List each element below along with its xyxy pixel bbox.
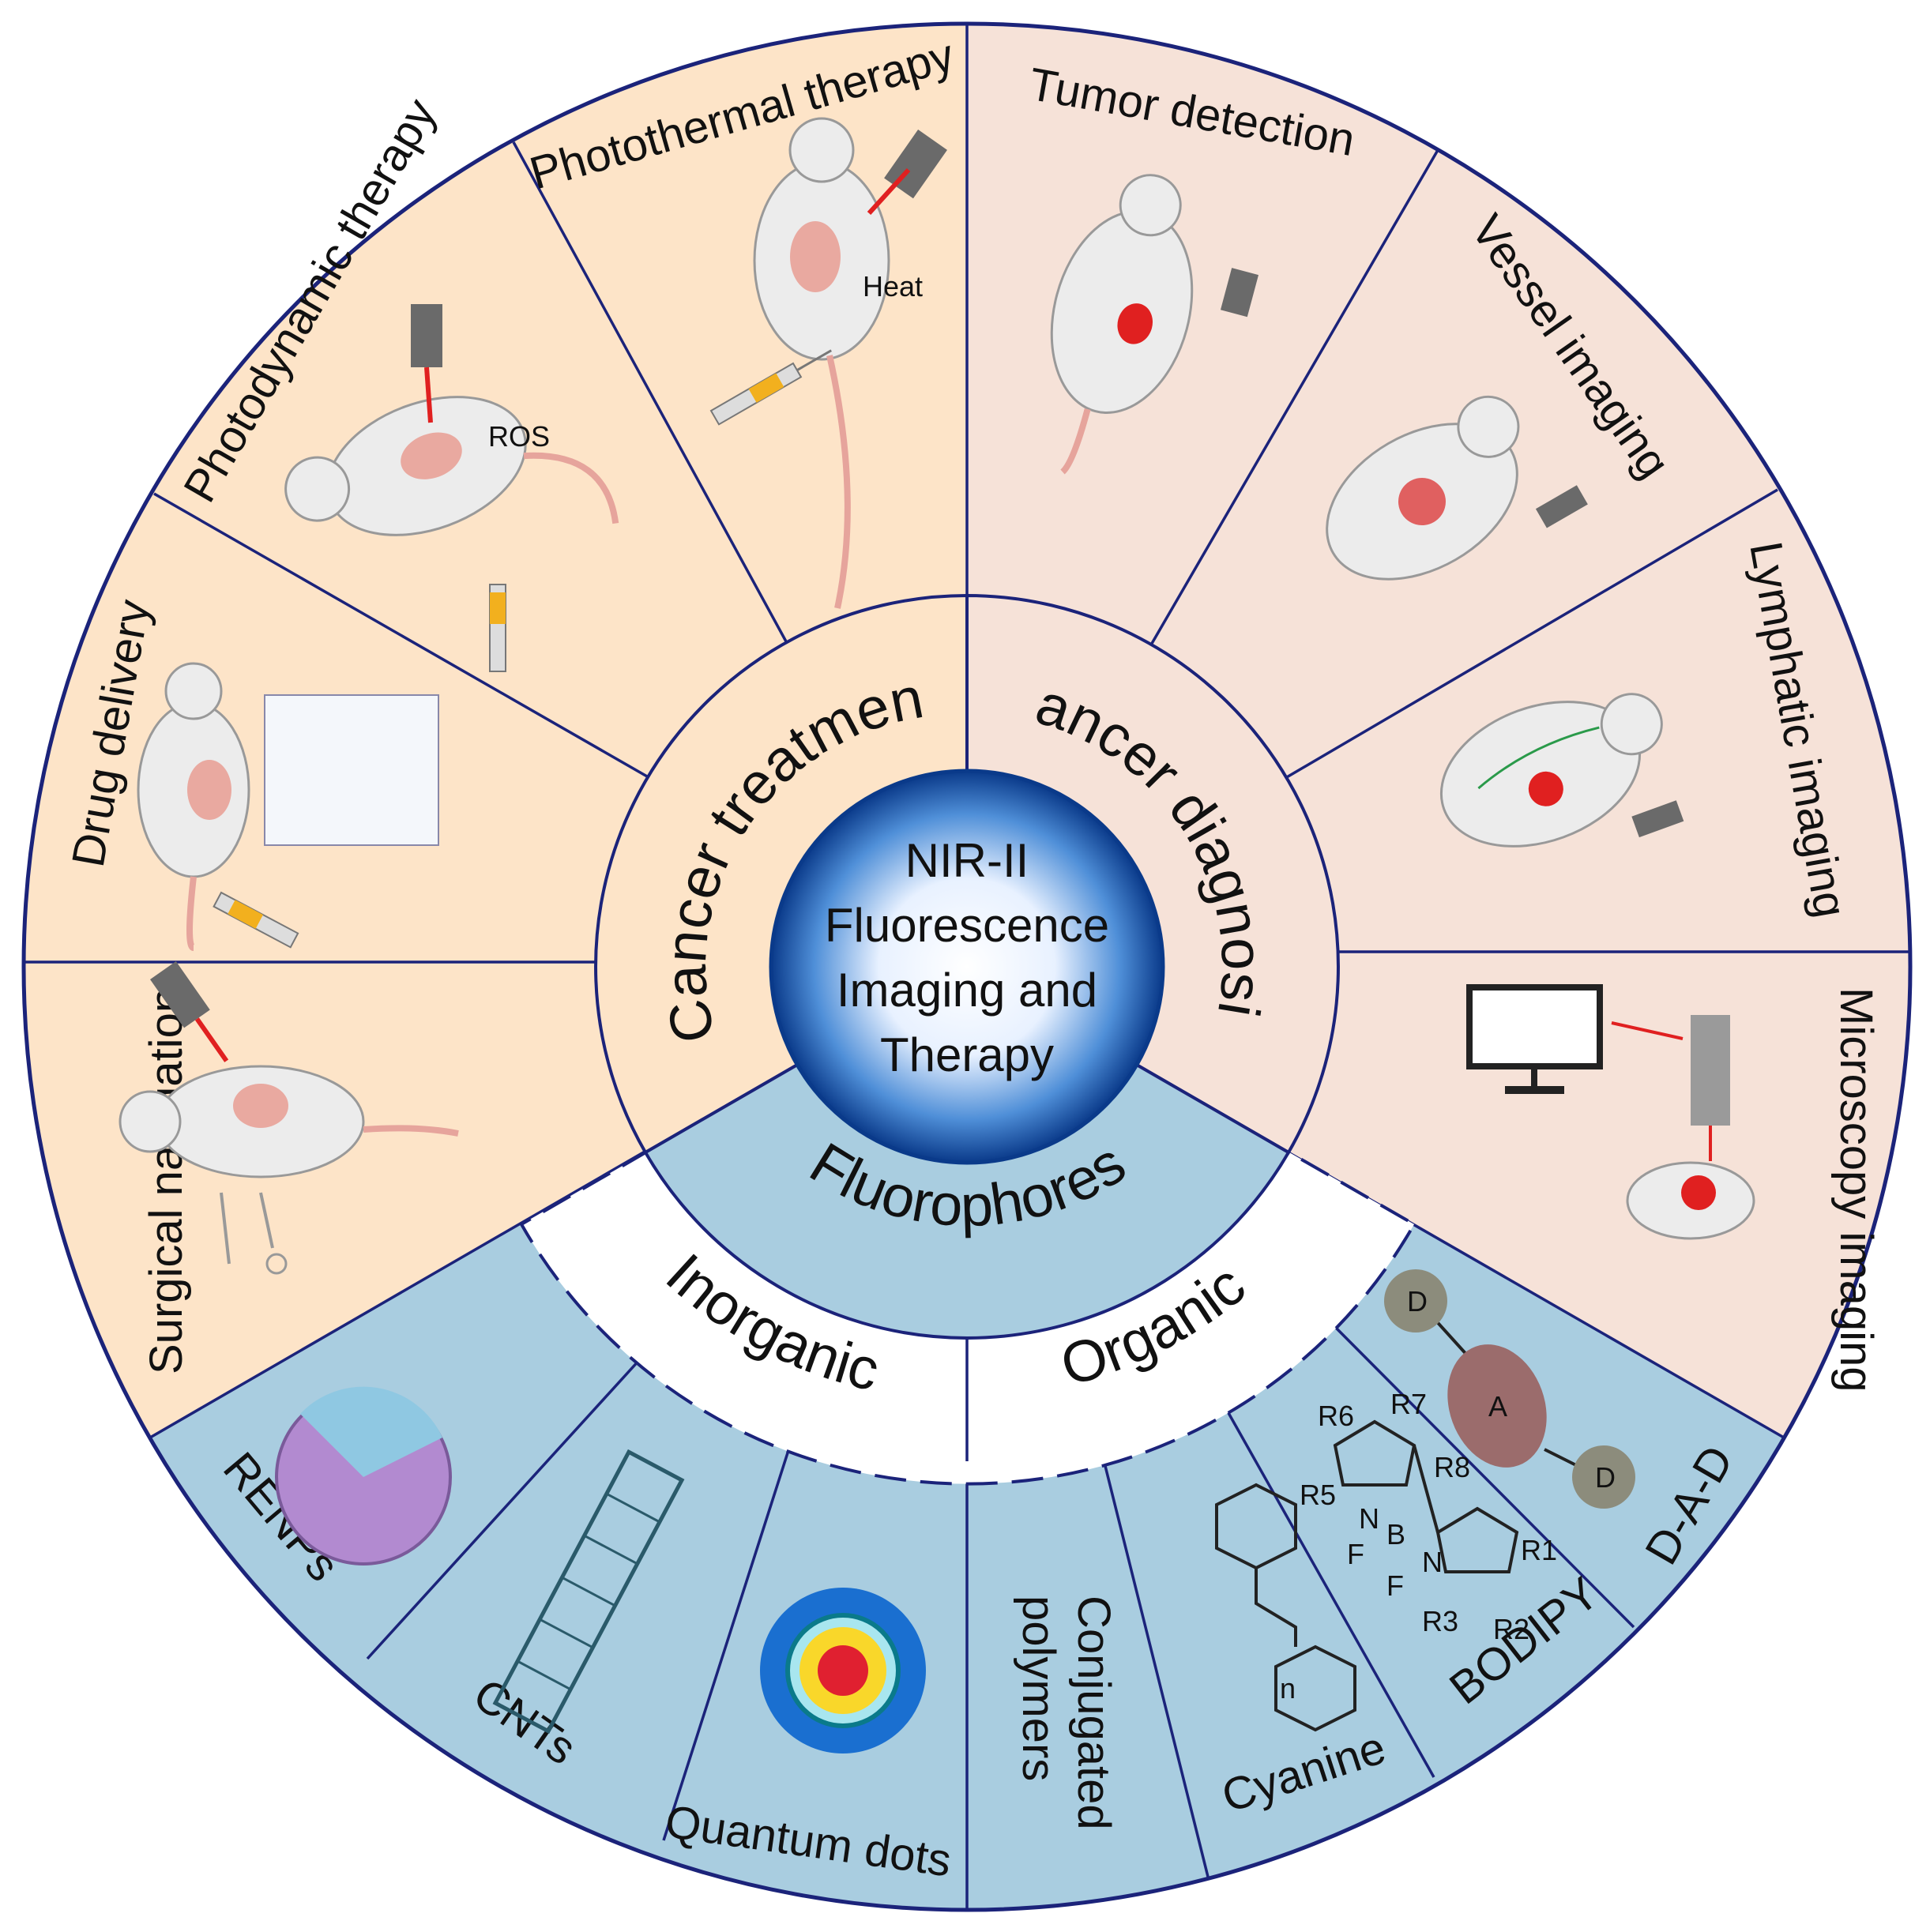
dad-structure-icon: D A D [1384, 1269, 1635, 1509]
svg-text:R6: R6 [1318, 1400, 1354, 1432]
microscopy-monitor-icon [1466, 984, 1755, 1240]
polymers-label: polymers [1013, 1596, 1064, 1781]
conjugated-label: Conjugated [1068, 1596, 1119, 1830]
svg-text:F: F [1347, 1538, 1364, 1570]
svg-text:R3: R3 [1422, 1605, 1458, 1637]
carbon-nanotube-icon [492, 1449, 685, 1735]
svg-text:F: F [1386, 1569, 1404, 1602]
hub-line-4: Therapy [880, 1028, 1054, 1081]
photothermal-mouse: Heat [753, 117, 947, 609]
svg-text:R2: R2 [1493, 1613, 1529, 1645]
svg-text:D: D [1407, 1285, 1428, 1317]
drug-delivery-mouse [137, 662, 250, 951]
photothermal-syringe [709, 349, 832, 426]
bodipy-structure-icon: R6 R7 R8 R5 R1 R2 R3 N N B F F [1300, 1388, 1557, 1645]
svg-text:R1: R1 [1521, 1534, 1557, 1566]
surgical-navigation-label: Surgical navigation [141, 987, 192, 1374]
microscopy-imaging-label: Microscopy imaging [1830, 987, 1882, 1393]
svg-text:R8: R8 [1434, 1451, 1470, 1483]
center-hub [769, 769, 1165, 1165]
vessel-imaging-mouse [1326, 395, 1588, 581]
svg-text:D: D [1595, 1461, 1616, 1494]
quantum-dot-icon [760, 1588, 926, 1753]
svg-text:A: A [1488, 1390, 1507, 1423]
svg-text:R5: R5 [1300, 1479, 1336, 1511]
hub-line-1: NIR-II [905, 834, 1029, 887]
lymphatic-imaging-mouse [1439, 693, 1684, 848]
surgical-mouse [119, 1065, 459, 1178]
photodynamic-syringe [489, 584, 506, 672]
renp-sphere-icon [275, 1386, 452, 1566]
svg-text:N: N [1359, 1502, 1379, 1535]
hub-line-2: Fluorescence [825, 899, 1109, 952]
cyanine-structure-icon: n [1215, 1483, 1356, 1732]
svg-text:B: B [1386, 1518, 1405, 1550]
drug-delivery-syringe [213, 891, 299, 949]
svg-text:N: N [1422, 1546, 1443, 1578]
heat-label: Heat [863, 270, 923, 303]
surgical-scissors-icon [220, 1192, 288, 1275]
photodynamic-laser: ROS [411, 304, 550, 453]
photodynamic-mouse [284, 396, 619, 536]
cyanine-n-label: n [1280, 1672, 1296, 1705]
surgical-laser [150, 961, 229, 1062]
drug-delivery-inset [264, 694, 439, 846]
spokes [24, 24, 1910, 1910]
svg-text:R7: R7 [1390, 1388, 1427, 1420]
outer-ring [21, 21, 1913, 1912]
tumor-detection-mouse [1050, 174, 1259, 475]
ros-label: ROS [488, 420, 550, 453]
hub-line-3: Imaging and [837, 964, 1097, 1017]
